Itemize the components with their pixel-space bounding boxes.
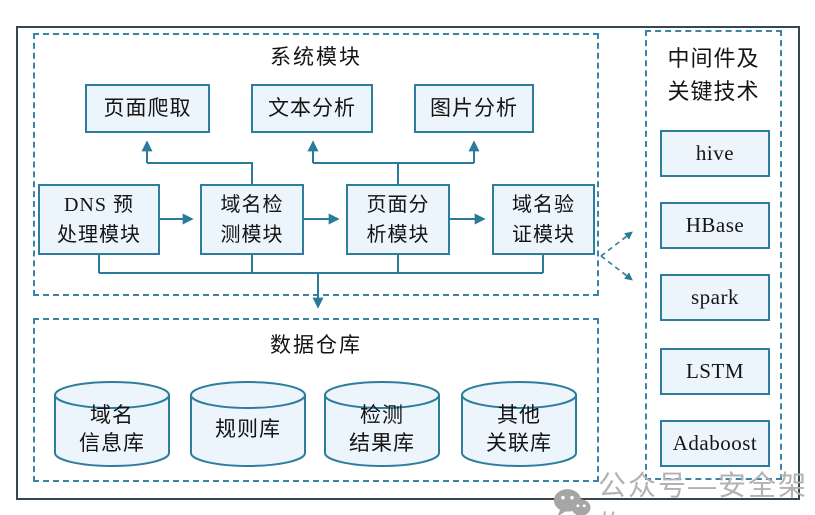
db-cylinder-domain-info: 域名 信息库 — [79, 402, 145, 455]
data-warehouse-panel — [33, 318, 599, 482]
module-box-dns-preprocess: DNS 预 处理模块 — [38, 184, 160, 255]
system-module-title: 系统模块 — [270, 45, 362, 69]
module-box-text-analysis: 文本分析 — [251, 84, 373, 133]
module-box-image-analysis: 图片分析 — [414, 84, 534, 133]
watermark-text: 公众号—安全架构 — [597, 470, 808, 515]
system-module-panel — [33, 33, 599, 296]
db-cylinder-detect-results: 检测 结果库 — [349, 402, 415, 455]
module-box-page-analysis: 页面分 析模块 — [346, 184, 450, 255]
tech-box-hive: hive — [660, 130, 770, 177]
db-cylinder-rules: 规则库 — [215, 416, 281, 441]
middleware-panel — [645, 30, 782, 480]
module-box-domain-detect: 域名检 测模块 — [200, 184, 304, 255]
middleware-title: 中间件及 关键技术 — [667, 46, 760, 104]
watermark: 公众号—安全架构 — [553, 464, 815, 515]
db-cylinder-other-relations: 其他 关联库 — [486, 402, 552, 455]
wechat-icon — [553, 489, 591, 515]
tech-box-lstm: LSTM — [660, 348, 770, 395]
module-box-page-crawl: 页面爬取 — [85, 84, 210, 133]
tech-box-spark: spark — [660, 274, 770, 321]
module-box-domain-verify: 域名验 证模块 — [492, 184, 595, 255]
tech-box-hbase: HBase — [660, 202, 770, 249]
tech-box-adaboost: Adaboost — [660, 420, 770, 467]
data-warehouse-title: 数据仓库 — [270, 333, 362, 357]
